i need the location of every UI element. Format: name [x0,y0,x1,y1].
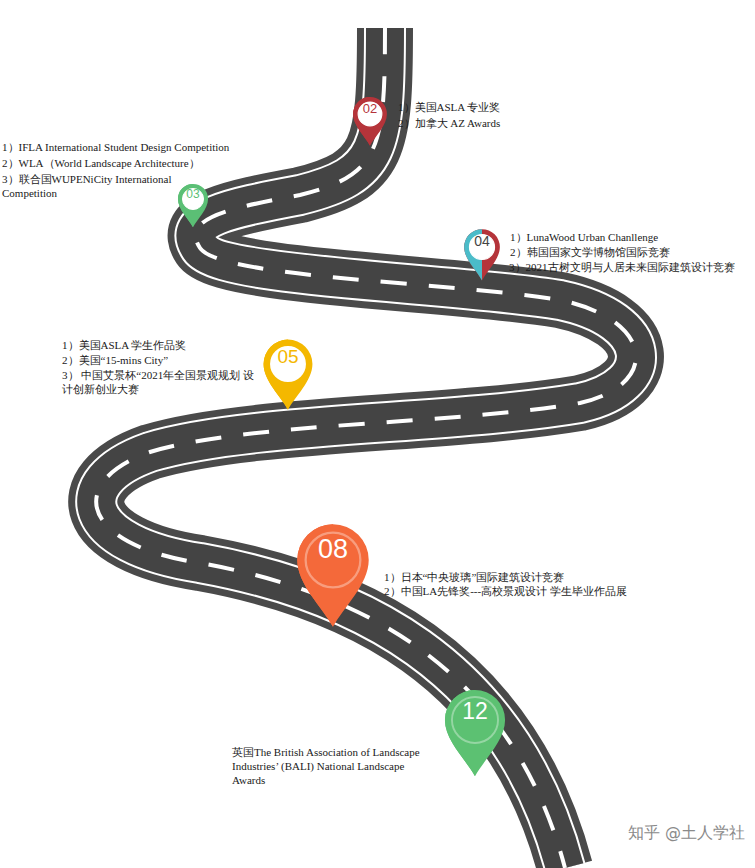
map-pin: 08 [295,522,371,628]
award-item: 1）美国ASLA 学生作品奖 [62,338,302,352]
road-dashes [96,28,636,868]
callout-number: 04 [463,228,501,255]
map-pin: 12 [443,688,507,778]
map-pin: 05 [262,338,314,411]
award-item: 英国The British Association of Landscape I… [232,745,432,787]
road-line [96,28,636,868]
award-item: 2）韩国国家文学博物馆国际竞赛 [510,245,750,259]
callout-number: 05 [262,338,314,375]
map-pin: 03 [177,183,209,228]
award-item: 1）LunaWood Urban Chanllenge [510,230,750,244]
road-outer [96,28,636,868]
callout-number: 02 [352,96,388,122]
map-pin: 02 [352,96,388,146]
award-item: 2）中国LA先锋奖---高校景观设计 学生毕业作品展 [384,584,684,598]
award-item: 2）美国“15-mins City” [62,353,262,367]
award-item: 1）日本“中央玻璃”国际建筑设计竞赛 [384,570,684,584]
road-surface [96,28,636,868]
award-item: 2）WLA（World Landscape Architecture） [2,156,212,170]
award-item: 2）加拿大 AZ Awards [398,116,598,130]
callout-number: 03 [177,183,209,206]
award-item: 3）2021古树文明与人居未来国际建筑设计竞赛 [509,260,752,274]
watermark: 知乎 @土人学社 [628,823,745,844]
map-pin: 04 [463,228,501,281]
award-item: 3） 中国艾景杯“2021年全国景观规划 设计创新创业大赛 [62,368,260,396]
award-item: 1）IFLA International Student Design Comp… [2,140,247,154]
callout-number: 08 [295,522,371,577]
award-item: 1）美国ASLA 专业奖 [398,100,598,114]
award-item: 3）联合国WUPENiCity International Competitio… [2,172,174,200]
road-edge [96,28,636,868]
callout-number: 12 [443,688,507,734]
